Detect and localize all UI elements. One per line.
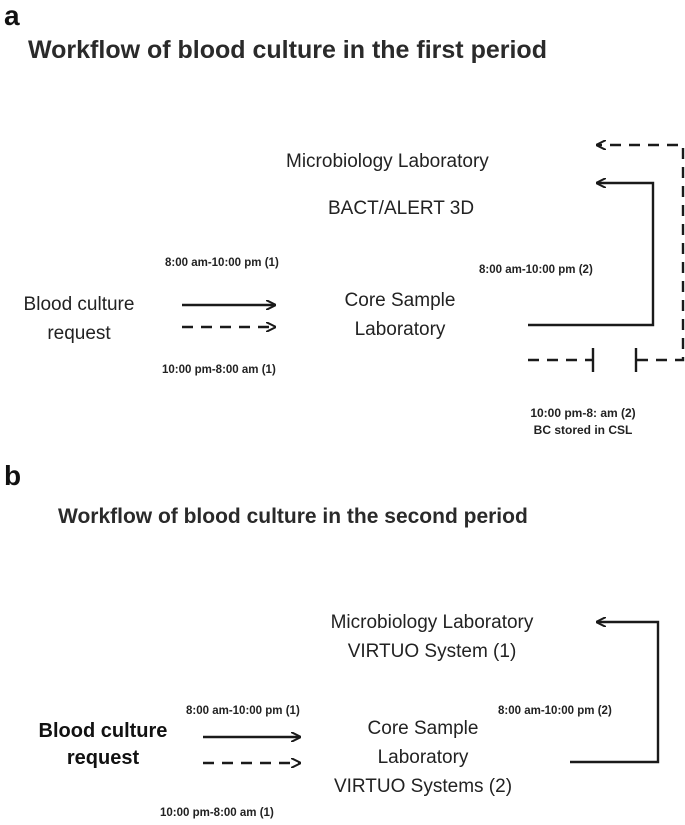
b-micro-line2: VIRTUO System (1)	[347, 641, 517, 662]
a-request-line2: request	[47, 323, 111, 344]
a-bact-alert: BACT/ALERT 3D	[328, 198, 475, 219]
a-blood-culture-request: Blood culture request	[4, 290, 154, 348]
b-request-line1: Blood culture	[38, 720, 168, 742]
a-request-line1: Blood culture	[23, 294, 135, 315]
a-night-arrow-2	[597, 145, 685, 362]
b-csl-line2: Laboratory	[377, 747, 469, 768]
a-time-night-1: 10:00 pm-8:00 am (1)	[162, 364, 276, 376]
a-time-night-2: 10:00 pm-8: am (2)	[530, 406, 636, 420]
panel-b-title: Workflow of blood culture in the second …	[58, 505, 528, 528]
b-csl-line1: Core Sample	[367, 718, 479, 739]
a-csl-line2: Laboratory	[354, 319, 446, 340]
b-time-day-2: 8:00 am-10:00 pm (2)	[498, 705, 612, 717]
a-time-day-1: 8:00 am-10:00 pm (1)	[165, 257, 279, 269]
panel-a-title: Workflow of blood culture in the first p…	[28, 36, 547, 64]
b-micro-line1: Microbiology Laboratory	[330, 612, 534, 633]
a-stored-note: BC stored in CSL	[533, 423, 633, 437]
a-day-arrow-2	[528, 183, 655, 327]
b-blood-culture-request: Blood culture request	[18, 718, 188, 772]
b-micro-lab: Microbiology Laboratory VIRTUO System (1…	[302, 608, 562, 666]
b-time-night-1: 10:00 pm-8:00 am (1)	[160, 807, 274, 819]
b-time-day-1: 8:00 am-10:00 pm (1)	[186, 705, 300, 717]
b-csl-line3: VIRTUO Systems (2)	[333, 776, 513, 797]
a-micro-lab: Microbiology Laboratory	[286, 151, 489, 172]
a-night-note: 10:00 pm-8: am (2) BC stored in CSL	[518, 405, 648, 439]
b-core-sample-lab: Core Sample Laboratory VIRTUO Systems (2…	[323, 714, 523, 801]
panel-b-label: b	[4, 460, 22, 491]
a-csl-line1: Core Sample	[344, 290, 456, 311]
a-time-day-2: 8:00 am-10:00 pm (2)	[479, 264, 593, 276]
panel-a-label: a	[4, 0, 20, 31]
b-request-line2: request	[66, 747, 140, 769]
a-core-sample-lab: Core Sample Laboratory	[330, 286, 470, 344]
b-day-arrow-2	[570, 622, 660, 764]
